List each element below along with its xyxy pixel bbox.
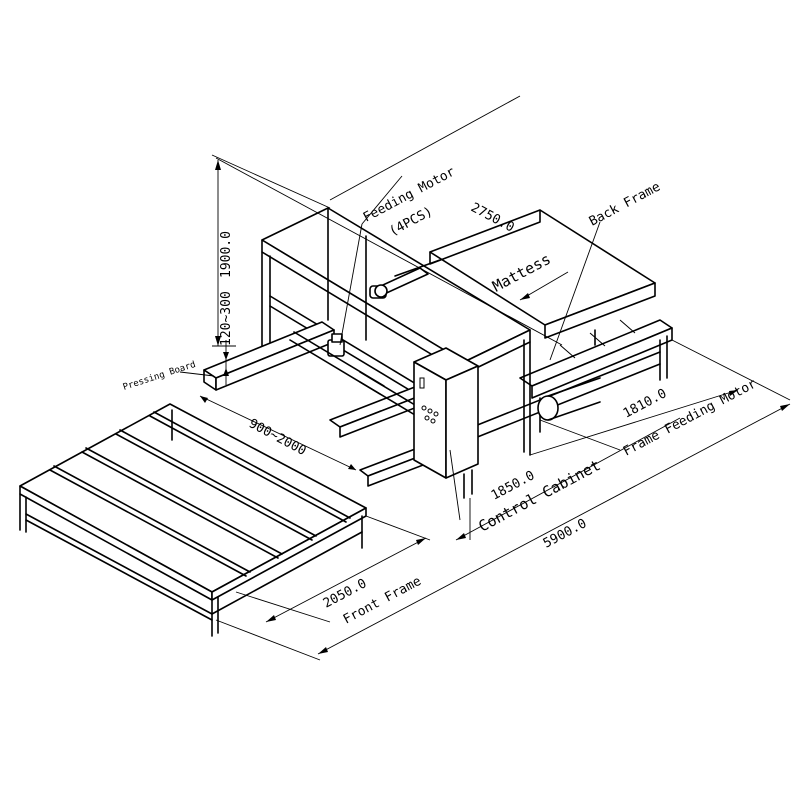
total-length-dimension: 5900.0: [541, 516, 590, 551]
frame-feeding-motor-label: Frame Feeding Motor: [621, 376, 759, 459]
leader-lines: [179, 175, 621, 623]
pressing-board-label: Pressing Board: [122, 360, 197, 393]
dimension-lines: [199, 95, 791, 661]
height-dimension: 1900.0: [219, 231, 234, 278]
back-frame: [429, 209, 673, 453]
back-frame-label: Back Frame: [587, 179, 663, 229]
main-gantry: [261, 207, 531, 456]
press-range-dimension: 120~300: [219, 291, 234, 346]
back-width-dimension: 1810.0: [621, 386, 670, 421]
front-frame: [19, 403, 367, 637]
control-cabinet: [413, 347, 479, 499]
